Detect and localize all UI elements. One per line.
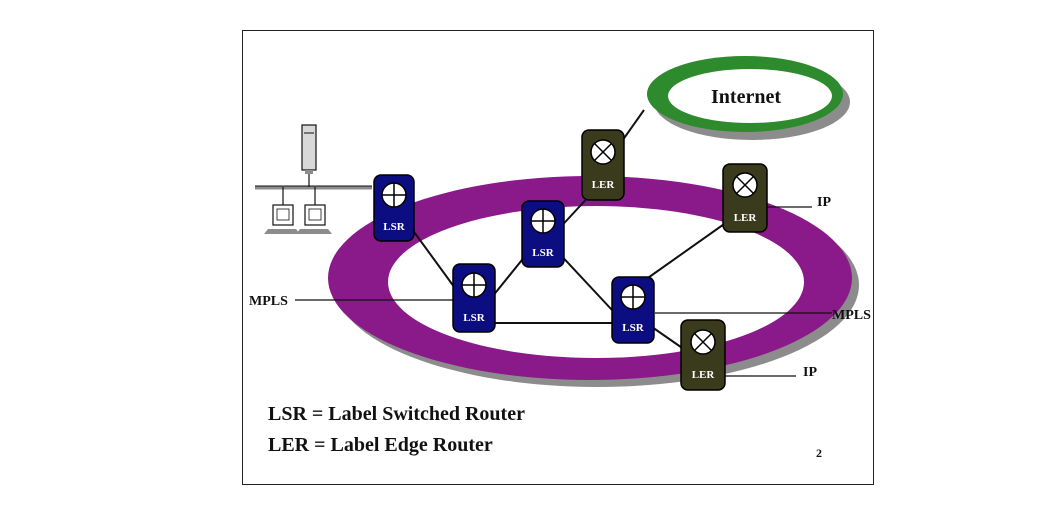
lsr-node-4[interactable]: LSR xyxy=(611,276,655,344)
ler-node-2-label: LER xyxy=(734,212,758,224)
ip-top-label: IP xyxy=(817,195,831,210)
internet-label: Internet xyxy=(711,86,781,108)
external-labels: MPLS MPLS IP IP xyxy=(249,195,871,380)
link-lsr1-lsr2 xyxy=(408,224,461,296)
ler-node-1[interactable]: LER xyxy=(581,129,625,201)
lan-segment xyxy=(255,124,372,234)
lsr-node-1-label: LSR xyxy=(383,221,405,233)
ip-bottom-label: IP xyxy=(803,365,817,380)
x-circle-icon xyxy=(590,139,616,165)
crosshair-circle-icon xyxy=(530,208,556,234)
link-lsr4-ler2 xyxy=(644,221,728,281)
ler-node-1-label: LER xyxy=(592,179,616,191)
legend-lsr-definition: LSR = Label Switched Router xyxy=(268,403,525,425)
x-circle-icon xyxy=(732,172,758,198)
lsr-node-4-label: LSR xyxy=(622,322,644,334)
link-lsr3-lsr4 xyxy=(555,249,613,311)
lsr-node-3-label: LSR xyxy=(532,247,554,259)
crosshair-circle-icon xyxy=(381,182,407,208)
internet-cloud: Internet xyxy=(647,56,850,140)
ler-node-3[interactable]: LER xyxy=(680,319,726,391)
lsr-node-1[interactable]: LSR xyxy=(373,174,415,242)
workstation-icon-1 xyxy=(264,187,300,234)
server-icon xyxy=(301,124,317,187)
crosshair-circle-icon xyxy=(461,272,487,298)
lsr-node-2[interactable]: LSR xyxy=(452,263,496,333)
mpls-left-label: MPLS xyxy=(249,294,288,309)
ler-node-3-label: LER xyxy=(692,369,716,381)
crosshair-circle-icon xyxy=(620,284,646,310)
lsr-node-3[interactable]: LSR xyxy=(521,200,565,268)
legend-ler-definition: LER = Label Edge Router xyxy=(268,434,493,456)
page-number: 2 xyxy=(816,446,822,460)
lsr-node-2-label: LSR xyxy=(463,312,485,324)
mpls-right-label: MPLS xyxy=(832,308,871,323)
ler-node-2[interactable]: LER xyxy=(722,163,768,233)
internet-inner xyxy=(668,69,832,123)
workstation-icon-2 xyxy=(296,187,332,234)
x-circle-icon xyxy=(690,329,716,355)
